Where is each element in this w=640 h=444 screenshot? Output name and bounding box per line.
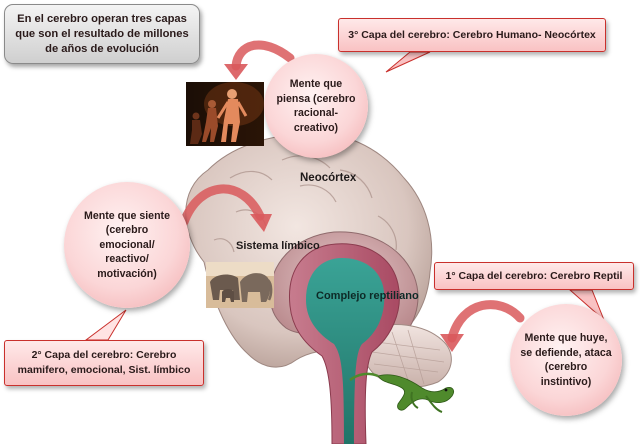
arrow-to-reptilian-head [440, 334, 464, 352]
arrow-to-limbic [179, 184, 265, 227]
callout3-tail [385, 51, 431, 73]
intro-box: En el cerebro operan tres capas que son … [4, 4, 200, 64]
arrow-to-reptilian [447, 300, 525, 343]
arrow-to-limbic-head [250, 214, 272, 232]
evolution-image [186, 82, 264, 146]
neocortex-label: Neocórtex [300, 172, 357, 184]
layer2-bubble: Mente que siente (cerebro emocional/ rea… [64, 182, 190, 308]
callout2-tail [84, 309, 127, 341]
elephants-image [206, 262, 274, 308]
layer1-callout: 1° Capa del cerebro: Cerebro Reptil [434, 262, 634, 290]
arrow-to-evolution [231, 40, 295, 71]
layer2-callout: 2° Capa del cerebro: Cerebro mamifero, e… [4, 340, 204, 386]
layer1-callout-text: 1° Capa del cerebro: Cerebro Reptil [445, 270, 623, 282]
intro-text: En el cerebro operan tres capas que son … [15, 12, 189, 55]
layer3-callout-text: 3° Capa del cerebro: Cerebro Humano- Neo… [348, 29, 596, 41]
layer1-bubble-text: Mente que huye, se defiende, ataca (cere… [520, 332, 612, 388]
reptilian-label: Complejo reptiliano [316, 290, 419, 302]
layer2-bubble-text: Mente que siente (cerebro emocional/ rea… [84, 209, 170, 280]
layer3-bubble-text: Mente que piensa (cerebro racional-creat… [276, 78, 356, 134]
layer3-bubble: Mente que piensa (cerebro racional-creat… [264, 54, 368, 158]
arrow-to-evolution-head [224, 64, 248, 80]
limbic-label: Sistema límbico [236, 240, 320, 252]
layer2-callout-text: 2° Capa del cerebro: Cerebro mamifero, e… [17, 349, 191, 376]
layer3-callout: 3° Capa del cerebro: Cerebro Humano- Neo… [338, 18, 606, 52]
layer1-bubble: Mente que huye, se defiende, ataca (cere… [510, 304, 622, 416]
lizard-image [349, 372, 454, 413]
reptilian-complex-shape [289, 243, 400, 444]
